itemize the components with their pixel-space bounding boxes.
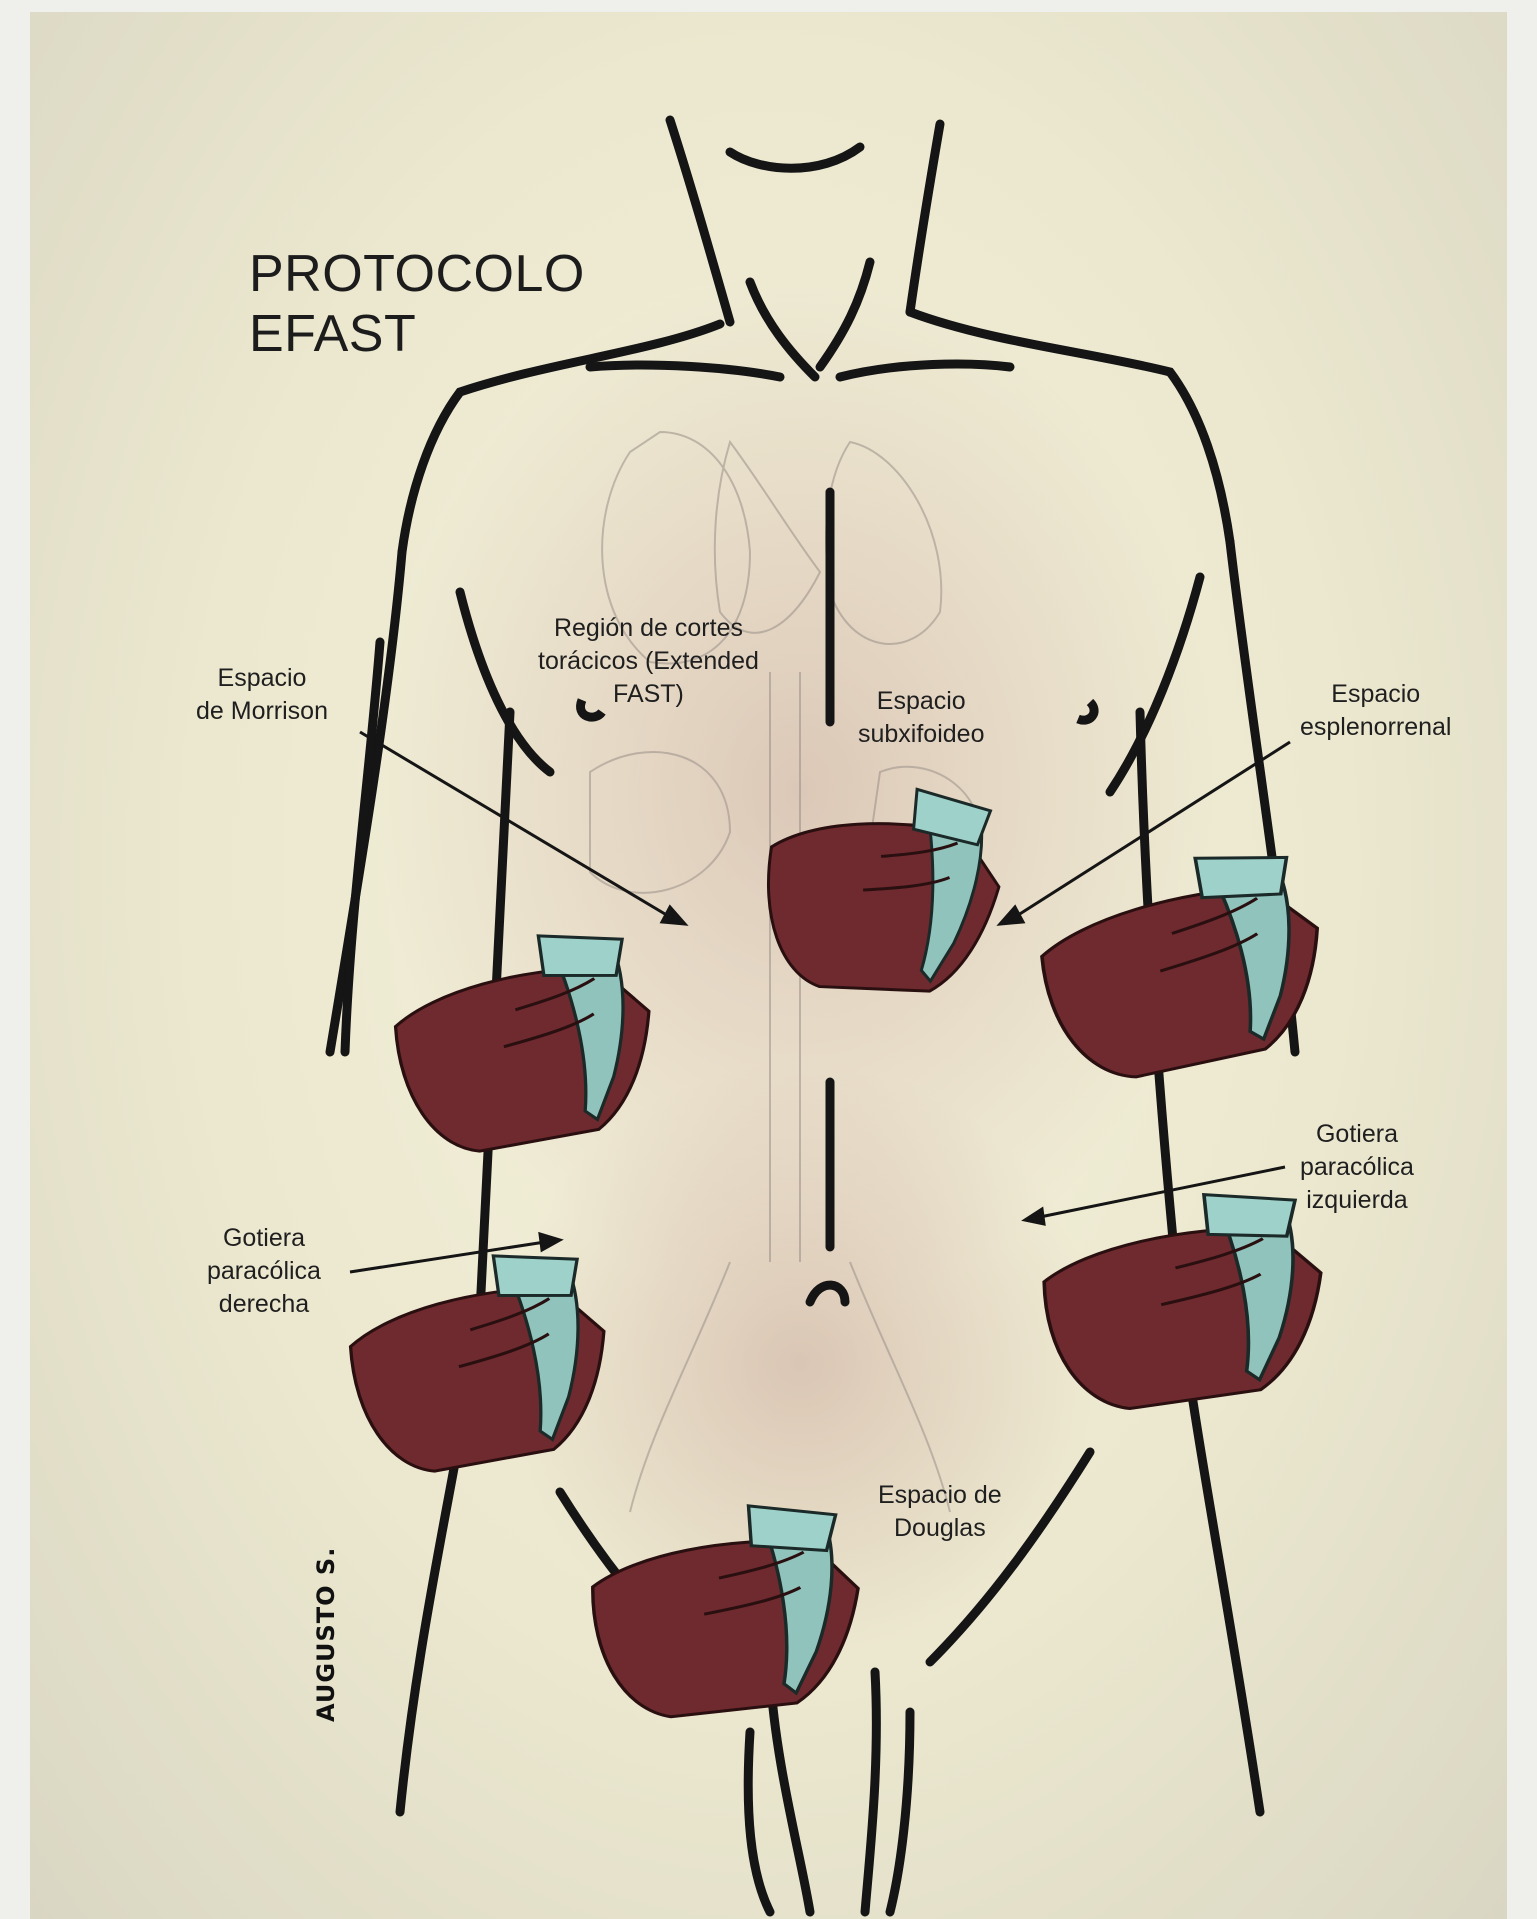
label-subxiphoid-space: Espacio subxifoideo (858, 685, 984, 751)
label-thoracic-region: Región de cortes torácicos (Extended FAS… (538, 612, 759, 711)
label-line: Región de cortes (538, 612, 759, 645)
title-line-2: EFAST (249, 304, 585, 364)
label-line: Espacio (196, 662, 328, 695)
label-line: FAST) (538, 678, 759, 711)
label-line: torácicos (Extended (538, 645, 759, 678)
label-left-paracolic-gutter: Gotiera paracólica izquierda (1300, 1118, 1414, 1217)
label-line: paracólica (1300, 1151, 1414, 1184)
label-line: paracólica (207, 1255, 321, 1288)
label-line: de Morrison (196, 695, 328, 728)
label-line: Espacio (858, 685, 984, 718)
label-line: Espacio (1300, 678, 1452, 711)
label-right-paracolic-gutter: Gotiera paracólica derecha (207, 1222, 321, 1321)
label-line: Espacio de (878, 1479, 1002, 1512)
label-line: Gotiera (1300, 1118, 1414, 1151)
label-line: esplenorrenal (1300, 711, 1452, 744)
label-line: Douglas (878, 1512, 1002, 1545)
label-douglas-space: Espacio de Douglas (878, 1479, 1002, 1545)
title-line-1: PROTOCOLO (249, 244, 585, 304)
efast-illustration: PROTOCOLO EFAST Región de cortes torácic… (30, 12, 1507, 1919)
label-line: derecha (207, 1288, 321, 1321)
page-title: PROTOCOLO EFAST (249, 244, 585, 364)
label-splenorenal-space: Espacio esplenorrenal (1300, 678, 1452, 744)
label-line: subxifoideo (858, 718, 984, 751)
artist-signature: AUGUSTO S. (312, 1547, 340, 1722)
label-line: Gotiera (207, 1222, 321, 1255)
label-morrison-space: Espacio de Morrison (196, 662, 328, 728)
label-line: izquierda (1300, 1184, 1414, 1217)
